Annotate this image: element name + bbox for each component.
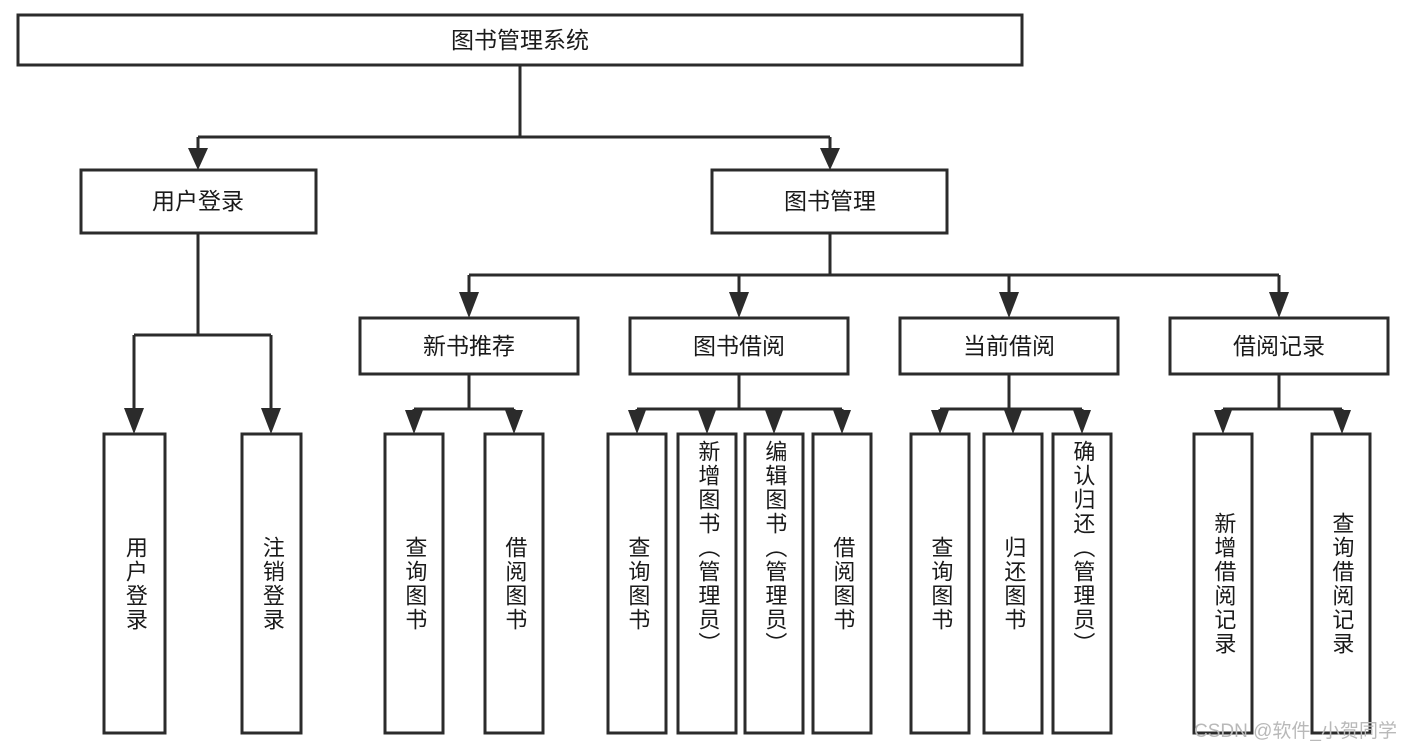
node-query-book-2[interactable]: 查询图书 (608, 434, 666, 733)
node-add-borrow-record-box[interactable] (1192, 432, 1254, 735)
connector-group-user-login (124, 233, 281, 434)
arrow-to-user-login-do (124, 408, 144, 434)
node-new-book-recommend-box[interactable] (358, 316, 580, 376)
arrow-to-new-book-recommend (459, 292, 479, 318)
connector-group-book-borrow (628, 374, 851, 434)
arrow-root-to-book-manage (820, 148, 840, 170)
arrow-to-edit-book (765, 410, 783, 434)
node-add-book-label: 新增图书（管理员） (695, 440, 721, 656)
node-query-borrow-record[interactable]: 查询借阅记录 (1312, 434, 1370, 733)
connector-group-borrow-record (1214, 374, 1351, 434)
connector-group-book-manage (459, 233, 1289, 318)
node-current-borrow[interactable]: 当前借阅 (898, 316, 1120, 376)
node-borrow-book-1[interactable]: 借阅图书 (485, 434, 543, 733)
arrow-to-query-book-2 (628, 410, 646, 434)
node-return-book-label: 归还图书 (1001, 535, 1027, 632)
node-query-book-1[interactable]: 查询图书 (385, 434, 443, 733)
node-query-borrow-record-box[interactable] (1310, 432, 1372, 735)
node-user-login-do[interactable]: 用户登录 (104, 434, 165, 733)
arrow-to-query-book-3 (931, 410, 949, 434)
node-add-borrow-record-label: 新增借阅记录 (1211, 511, 1237, 656)
node-edit-book-label: 编辑图书（管理员） (762, 440, 788, 656)
node-book-borrow-box[interactable] (628, 316, 850, 376)
arrow-to-add-book (698, 410, 716, 434)
node-borrow-book-1-label: 借阅图书 (502, 535, 528, 632)
node-new-book-recommend[interactable]: 新书推荐 (358, 316, 580, 376)
node-new-book-recommend-label: 新书推荐 (423, 333, 515, 359)
node-query-book-1-label: 查询图书 (402, 535, 428, 632)
node-user-login[interactable]: 用户登录 (79, 168, 318, 235)
node-book-borrow[interactable]: 图书借阅 (628, 316, 850, 376)
node-add-book[interactable]: 新增图书（管理员） (678, 440, 736, 733)
node-add-borrow-record[interactable]: 新增借阅记录 (1194, 434, 1252, 733)
node-user-login-box[interactable] (79, 168, 318, 235)
node-edit-book[interactable]: 编辑图书（管理员） (745, 440, 803, 733)
connector-group-root (188, 65, 840, 170)
node-query-book-3-box[interactable] (909, 432, 971, 735)
arrow-to-borrow-book-2 (833, 410, 851, 434)
node-user-login-do-label: 用户登录 (122, 535, 148, 632)
node-borrow-book-1-box[interactable] (483, 432, 545, 735)
node-edit-book-box[interactable] (743, 432, 805, 735)
node-user-login-do-box[interactable] (102, 432, 167, 735)
arrow-to-query-book-1 (405, 410, 423, 434)
watermark: CSDN @软件_小贺同学 (1194, 721, 1397, 742)
node-borrow-book-2[interactable]: 借阅图书 (813, 434, 871, 733)
node-borrow-record[interactable]: 借阅记录 (1168, 316, 1390, 376)
arrow-to-add-borrow-record (1214, 410, 1232, 434)
node-query-borrow-record-label: 查询借阅记录 (1329, 511, 1355, 656)
node-root-box[interactable] (16, 13, 1024, 67)
node-borrow-book-2-label: 借阅图书 (830, 535, 856, 632)
node-user-logout-label: 注销登录 (259, 535, 285, 632)
node-return-book[interactable]: 归还图书 (984, 434, 1042, 733)
node-book-manage-label: 图书管理 (784, 188, 876, 214)
node-root[interactable]: 图书管理系统 (16, 13, 1024, 67)
node-book-manage-box[interactable] (710, 168, 949, 235)
arrow-to-borrow-record (1269, 292, 1289, 318)
node-borrow-record-box[interactable] (1168, 316, 1390, 376)
node-return-book-box[interactable] (982, 432, 1044, 735)
leaf-boxes (102, 432, 1372, 735)
node-book-manage[interactable]: 图书管理 (710, 168, 949, 235)
arrow-to-book-borrow (729, 292, 749, 318)
arrow-to-query-borrow-record (1333, 410, 1351, 434)
node-query-book-3[interactable]: 查询图书 (911, 434, 969, 733)
node-book-borrow-label: 图书借阅 (693, 333, 785, 359)
node-query-book-2-box[interactable] (606, 432, 668, 735)
node-query-book-2-label: 查询图书 (625, 535, 651, 632)
node-add-book-box[interactable] (676, 432, 738, 735)
arrow-to-user-logout (261, 408, 281, 434)
connector-group-new-book-recommend (405, 374, 523, 434)
arrow-to-current-borrow (999, 292, 1019, 318)
arrow-to-return-book (1004, 410, 1022, 434)
node-confirm-return-label: 确认归还（管理员） (1070, 440, 1096, 656)
arrow-to-confirm-return (1073, 410, 1091, 434)
node-root-label: 图书管理系统 (451, 27, 589, 53)
node-borrow-book-2-box[interactable] (811, 432, 873, 735)
node-query-book-1-box[interactable] (383, 432, 445, 735)
node-query-book-3-label: 查询图书 (928, 535, 954, 632)
node-confirm-return[interactable]: 确认归还（管理员） (1053, 440, 1111, 733)
node-current-borrow-box[interactable] (898, 316, 1120, 376)
arrow-to-borrow-book-1 (505, 410, 523, 434)
connector-group-current-borrow (931, 374, 1091, 434)
node-current-borrow-label: 当前借阅 (963, 333, 1055, 359)
node-confirm-return-box[interactable] (1051, 432, 1113, 735)
arrow-root-to-user-login (188, 148, 208, 170)
node-user-login-label: 用户登录 (152, 188, 244, 214)
node-borrow-record-label: 借阅记录 (1233, 333, 1325, 359)
node-user-logout-box[interactable] (240, 432, 303, 735)
node-user-logout[interactable]: 注销登录 (242, 434, 301, 733)
